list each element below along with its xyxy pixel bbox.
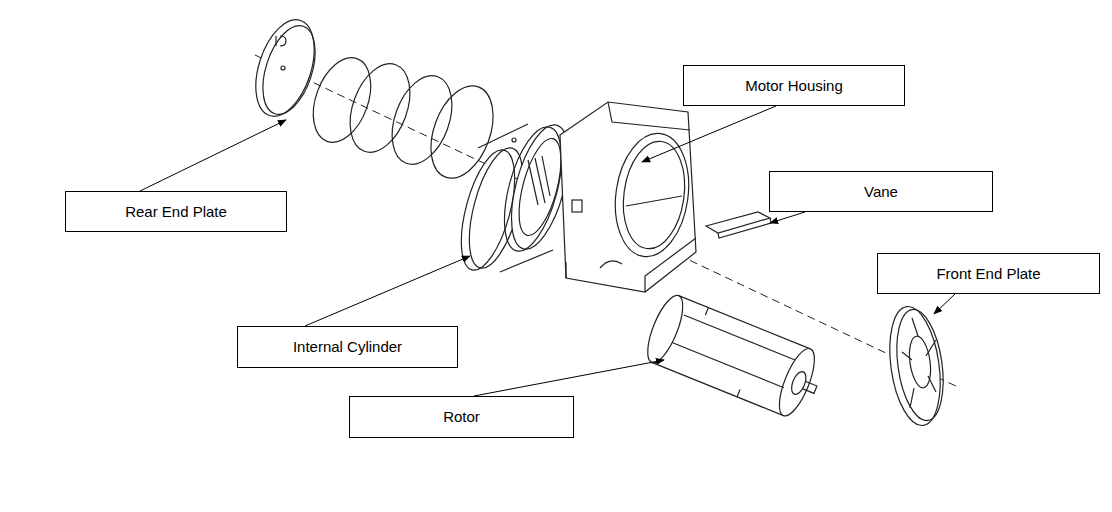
vane-drawing	[706, 212, 771, 238]
o-ring-set	[303, 50, 505, 187]
leader-arrow	[474, 360, 664, 396]
leader-arrow	[934, 294, 955, 314]
part-label-box: Rear End Plate	[65, 191, 287, 232]
part-name: Rotor	[443, 408, 480, 426]
part-label-box: Rotor	[349, 396, 574, 438]
rotor-drawing	[641, 291, 829, 423]
part-name: Internal Cylinder	[293, 338, 402, 356]
front-end-plate-drawing	[883, 303, 950, 429]
part-name: Motor Housing	[745, 77, 843, 95]
motor-housing-drawing	[560, 102, 696, 292]
center-axis	[255, 55, 960, 388]
part-label-box: Internal Cylinder	[237, 326, 458, 368]
part-label-box: Front End Plate	[877, 253, 1100, 294]
part-name: Vane	[864, 183, 898, 201]
part-label-box: Motor Housing	[683, 65, 905, 106]
part-name: Rear End Plate	[125, 203, 227, 221]
part-label-box: Vane	[769, 171, 993, 212]
leader-arrow	[305, 256, 470, 326]
part-name: Front End Plate	[936, 265, 1040, 283]
leader-arrow	[642, 106, 776, 162]
leader-arrow	[770, 212, 805, 223]
leader-arrow	[140, 120, 286, 191]
